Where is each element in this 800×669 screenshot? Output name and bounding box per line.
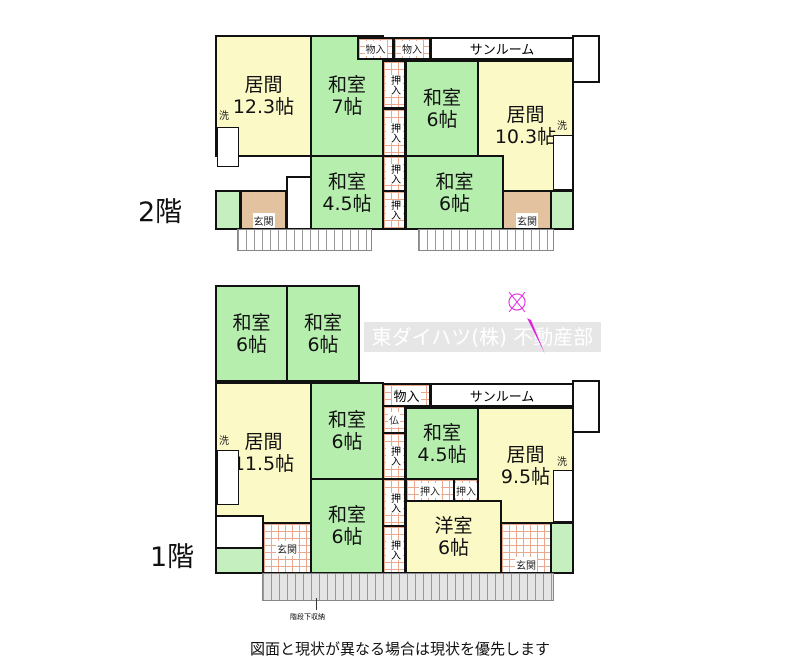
toilet	[550, 190, 574, 230]
entrance: 玄関	[240, 190, 287, 230]
entrance: 玄関	[502, 190, 552, 230]
closet: 押入	[382, 108, 406, 157]
room-label: 和室 6帖	[422, 86, 461, 131]
toilet	[550, 522, 574, 574]
room-label: 和室 6帖	[327, 504, 366, 548]
washer-label: 洗	[219, 111, 229, 122]
sunroom: サンルーム	[430, 383, 574, 407]
entrance: 玄関	[262, 522, 312, 574]
storage-label: 物入	[392, 385, 421, 405]
kitchen-sink	[217, 450, 239, 505]
closet: 押入	[382, 525, 406, 574]
sunroom-label: サンルーム	[469, 389, 535, 405]
closet-label: 押入	[385, 539, 403, 560]
room-washitsu-6-bottom: 和室 6帖	[310, 478, 384, 574]
room-label: 和室 6帖	[232, 311, 271, 356]
entrance-label: 玄関	[276, 540, 298, 556]
closet: 押入	[453, 478, 479, 502]
closet: 押入	[382, 155, 406, 192]
floor-1-label: 1階	[150, 542, 195, 573]
storage-label: 物入	[364, 41, 387, 56]
room-washitsu-6-mid: 和室 6帖	[310, 382, 384, 480]
bathroom	[286, 176, 312, 230]
balcony-stairs-right	[418, 229, 554, 251]
porch-stairs	[262, 573, 554, 601]
compass-icon	[508, 291, 545, 354]
altar-label: 仏	[388, 412, 400, 427]
under-stairs-storage-label: 階段下収納	[290, 613, 325, 621]
altar: 仏	[382, 405, 406, 434]
room-label: 居間 12.3帖	[232, 74, 295, 118]
sunroom-label: サンルーム	[469, 43, 535, 58]
balcony-stairs-left	[237, 229, 372, 251]
room-label: 洋室 6帖	[434, 515, 473, 559]
room-washitsu-4-5: 和室 4.5帖	[405, 407, 479, 480]
room-label: 居間 11.5帖	[232, 431, 295, 475]
room-label: 居間 10.3帖	[494, 104, 557, 148]
kitchen-sink	[553, 470, 573, 522]
closet: 押入	[382, 190, 406, 230]
entrance: 玄関	[500, 522, 552, 574]
room-label: 和室 6帖	[327, 409, 366, 453]
room-label: 和室 4.5帖	[322, 170, 372, 215]
washer-label: 洗	[557, 121, 567, 132]
room-label: 和室 4.5帖	[417, 421, 467, 466]
room-washitsu-4-5: 和室 4.5帖	[310, 155, 384, 230]
room-label: 居間 9.5帖	[500, 443, 551, 488]
room-youshitsu-6: 洋室 6帖	[405, 500, 502, 574]
kitchen-sink	[553, 135, 573, 190]
storage-1: 物入	[357, 37, 394, 60]
toilet	[215, 190, 241, 230]
room-washitsu-6-a: 和室 6帖	[215, 285, 288, 382]
closet-label: 押入	[385, 200, 403, 220]
bathroom	[215, 515, 264, 549]
closet-label: 押入	[385, 122, 403, 143]
room-label: 和室 6帖	[303, 311, 342, 356]
storage-2: 物入	[393, 37, 431, 60]
closet: 押入	[382, 60, 406, 109]
room-washitsu-6-upper: 和室 6帖	[405, 60, 479, 157]
floor-2-label: 2階	[138, 197, 183, 228]
entrance-label: 玄関	[516, 213, 538, 228]
storage-label: 物入	[401, 41, 423, 56]
room-washitsu-6-b: 和室 6帖	[286, 285, 360, 382]
kitchen-sink	[217, 127, 239, 167]
closet-label: 押入	[385, 163, 403, 184]
closet-label: 押入	[385, 74, 403, 95]
room-washitsu-6-lower: 和室 6帖	[405, 155, 504, 230]
washer-label: 洗	[557, 457, 567, 468]
room-label: 和室 7帖	[327, 74, 366, 118]
room-label: 和室 6帖	[435, 170, 474, 215]
sunroom: サンルーム	[430, 37, 574, 60]
washer-label: 洗	[219, 436, 229, 447]
arrow-up-icon	[316, 598, 317, 610]
closet-label: 押入	[419, 482, 441, 498]
closet: 押入	[382, 432, 406, 480]
watermark: 東ダイハツ(株) 不動産部	[364, 322, 601, 352]
closet-label: 押入	[385, 492, 403, 513]
closet-label: 押入	[455, 482, 477, 498]
caption: 図面と現状が異なる場合は現状を優先します	[249, 640, 550, 658]
utility-box	[572, 35, 600, 83]
entrance-label: 玄関	[252, 213, 275, 228]
closet: 押入	[382, 478, 406, 527]
storage: 物入	[382, 383, 431, 407]
entrance-label: 玄関	[515, 557, 537, 572]
closet-label: 押入	[385, 446, 403, 466]
utility-box	[572, 380, 600, 433]
closet: 押入	[405, 478, 455, 502]
toilet	[215, 547, 264, 574]
